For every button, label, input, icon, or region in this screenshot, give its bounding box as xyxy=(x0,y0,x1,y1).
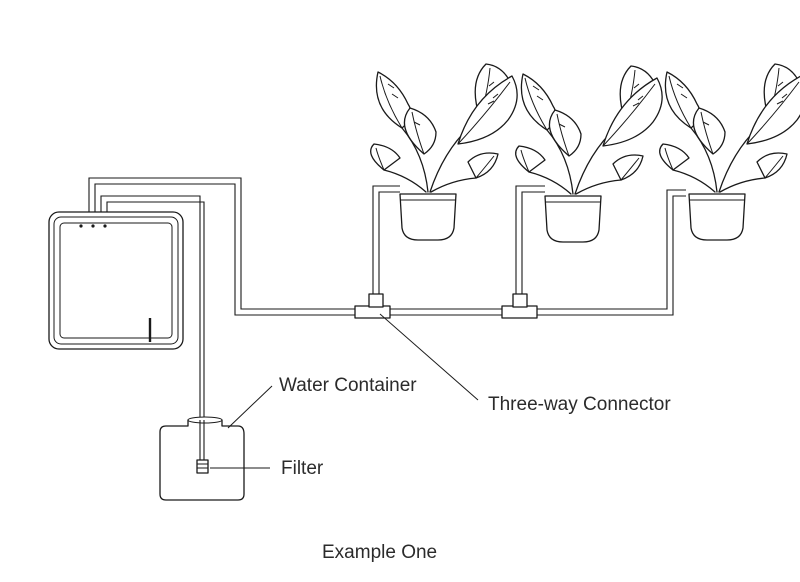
three-way-connector xyxy=(501,293,538,319)
connector-leader xyxy=(379,313,479,401)
water-container-leader xyxy=(227,385,273,429)
water-container-label: Water Container xyxy=(279,375,417,396)
three-way-connector-label: Three-way Connector xyxy=(488,394,671,415)
pump-unit xyxy=(48,211,184,350)
three-way-connector xyxy=(354,293,391,319)
indicator-dot xyxy=(103,224,107,228)
filter xyxy=(196,459,209,474)
inlet-tube xyxy=(100,195,205,462)
potted-plant xyxy=(370,63,518,241)
main-line xyxy=(388,189,686,316)
outlet-tube xyxy=(88,177,364,316)
potted-plant xyxy=(515,65,663,243)
potted-plant xyxy=(659,63,800,241)
indicator-dot xyxy=(79,224,83,228)
branch-tubes xyxy=(372,185,545,300)
filter-label: Filter xyxy=(281,458,324,479)
water-container xyxy=(159,416,245,501)
indicator-dot xyxy=(91,224,95,228)
diagram-caption: Example One xyxy=(322,542,438,563)
